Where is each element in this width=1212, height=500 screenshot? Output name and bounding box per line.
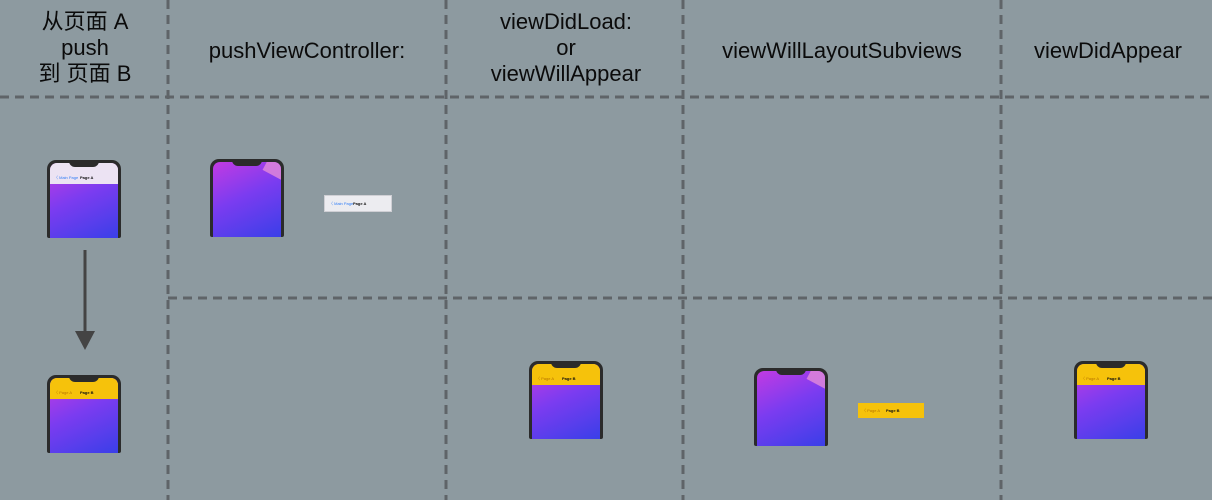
header-view-did-appear: viewDidAppear [1034, 38, 1182, 63]
phone-page-a: 〈 Main Page Page A [47, 160, 121, 238]
phone-no-nav-bar-layout [754, 368, 828, 446]
nav-bar-page-a: 〈 Main Page Page A [50, 163, 118, 184]
header-push-view-controller: pushViewController: [208, 38, 406, 63]
nav-bar-page-b: 〈 Page A Page B [532, 364, 600, 385]
header-view-did-load: viewDidLoad: or viewWillAppear [490, 9, 642, 86]
detached-nav-bar-page-a: 〈 Main Page Page A [324, 195, 392, 212]
nav-bar-page-b: 〈 Page A Page B [50, 378, 118, 399]
detached-nav-bar-page-b: 〈 Page A Page B [858, 403, 924, 418]
down-arrow [75, 250, 95, 350]
phone-page-b-view-did-load: 〈 Page A Page B [529, 361, 603, 439]
nav-bar-page-b: 〈 Page A Page B [1077, 364, 1145, 385]
header-view-will-layout-subviews: viewWillLayoutSubviews [722, 38, 962, 63]
phone-page-b-view-did-appear: 〈 Page A Page B [1074, 361, 1148, 439]
phone-page-b: 〈 Page A Page B [47, 375, 121, 453]
phone-no-nav-bar [210, 159, 284, 237]
header-push-description: 从页面 A push 到 页面 B [38, 9, 132, 86]
